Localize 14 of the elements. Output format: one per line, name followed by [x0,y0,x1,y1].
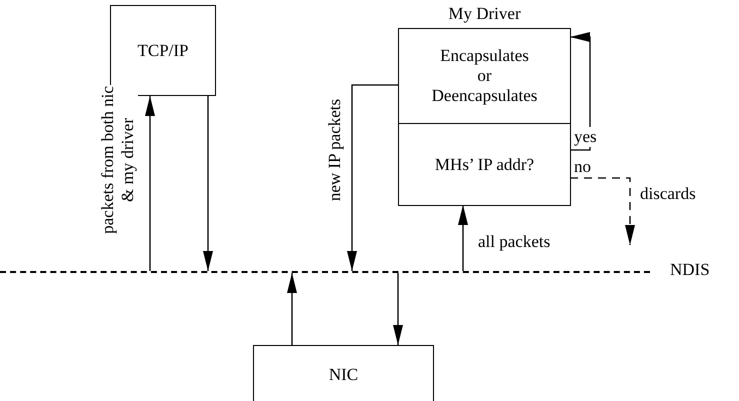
arrow [458,205,468,271]
box-heading: My Driver [447,4,522,24]
arrow [393,273,403,345]
edge-label: yes [574,127,597,147]
edge-label: packets from both nic & my driver [98,85,138,235]
process-box: NIC [253,345,434,401]
edge-label: all packets [478,232,550,252]
arrow [145,96,155,271]
arrow [570,177,635,245]
bus-line [0,271,650,273]
arrow [287,273,297,345]
arrow [203,96,213,271]
arrow [347,84,399,271]
arrow [570,32,591,151]
